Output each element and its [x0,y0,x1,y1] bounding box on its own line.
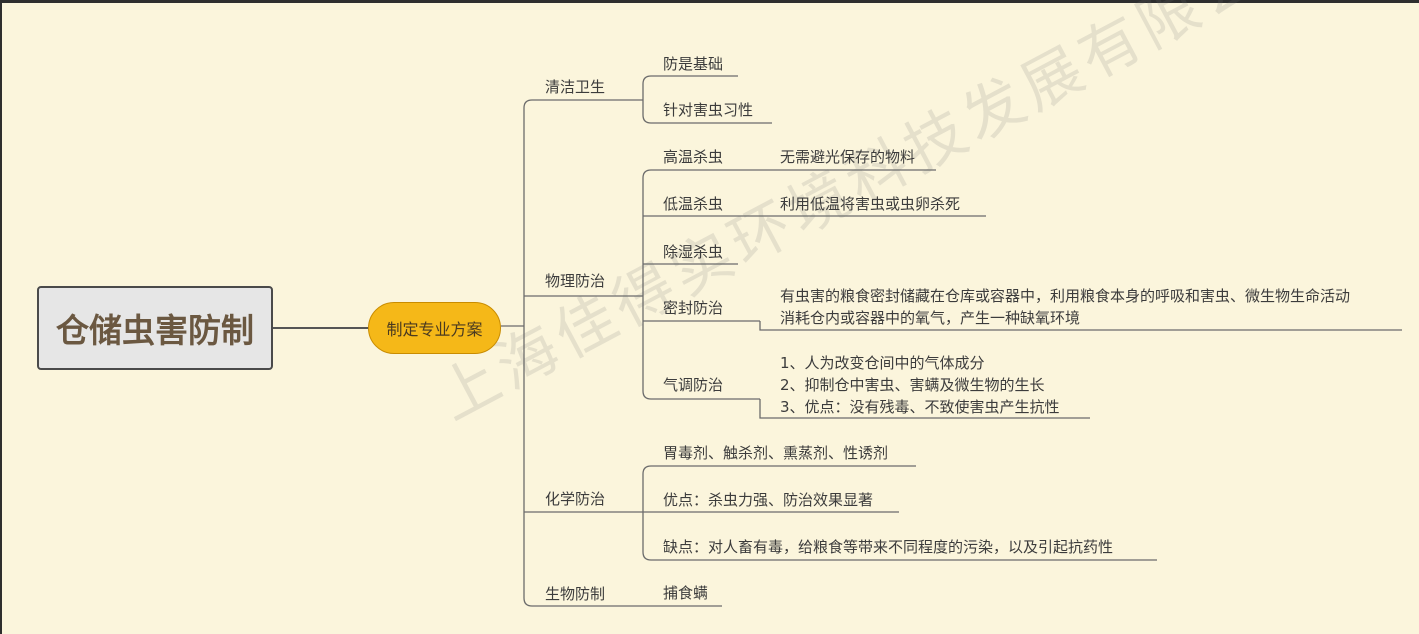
physical-sealed-detail-line1[interactable]: 有虫害的粮食密封储藏在仓库或容器中，利用粮食本身的呼吸和害虫、微生物生命活动 [780,287,1351,305]
physical-atmosphere-detail-line3[interactable]: 3、优点：没有残毒、不致使害虫产生抗性 [780,398,1060,416]
cleaning-item-1[interactable]: 防是基础 [663,55,724,73]
central-topic-label: 制定专业方案 [386,320,483,339]
branch-cleaning-label[interactable]: 清洁卫生 [545,78,606,96]
physical-sealed-label[interactable]: 密封防治 [663,299,724,317]
sealed-text-underline [759,321,1402,331]
physical-children-bracket [642,169,663,400]
root-topic[interactable]: 仓储虫害防制 [37,286,273,370]
physical-low-temp-detail[interactable]: 利用低温将害虫或虫卵杀死 [780,195,961,213]
physical-high-temp-label[interactable]: 高温杀虫 [663,148,724,166]
cleaning-item-2[interactable]: 针对害虫习性 [663,101,754,119]
level1-trunk [523,99,545,607]
atmosphere-text-underline [759,399,1090,419]
chemical-item-1[interactable]: 胃毒剂、触杀剂、熏蒸剂、性诱剂 [663,444,889,462]
cleaning-children-bracket [642,75,663,124]
physical-sealed-detail-line2[interactable]: 消耗仓内或容器中的氧气，产生一种缺氧环境 [780,309,1081,327]
branch-chemical-label[interactable]: 化学防治 [545,490,606,508]
chemical-children-bracket [642,465,663,561]
branch-biological-label[interactable]: 生物防制 [545,585,606,603]
chemical-item-3[interactable]: 缺点：对人畜有毒，给粮食等带来不同程度的污染，以及引起抗药性 [663,538,1114,556]
branch-physical-label[interactable]: 物理防治 [545,272,606,290]
biological-item-1[interactable]: 捕食螨 [663,584,709,602]
central-topic[interactable]: 制定专业方案 [368,302,501,354]
physical-dehumid-label[interactable]: 除湿杀虫 [663,243,724,261]
chemical-item-2[interactable]: 优点：杀虫力强、防治效果显著 [663,491,874,509]
physical-high-temp-detail[interactable]: 无需避光保存的物料 [780,148,916,166]
physical-atmosphere-label[interactable]: 气调防治 [663,376,724,394]
physical-atmosphere-detail-line2[interactable]: 2、抑制仓中害虫、害螨及微生物的生长 [780,376,1045,394]
physical-atmosphere-detail-line1[interactable]: 1、人为改变仓间中的气体成分 [780,354,985,372]
root-topic-label: 仓储虫害防制 [56,311,254,350]
physical-low-temp-label[interactable]: 低温杀虫 [663,195,724,213]
